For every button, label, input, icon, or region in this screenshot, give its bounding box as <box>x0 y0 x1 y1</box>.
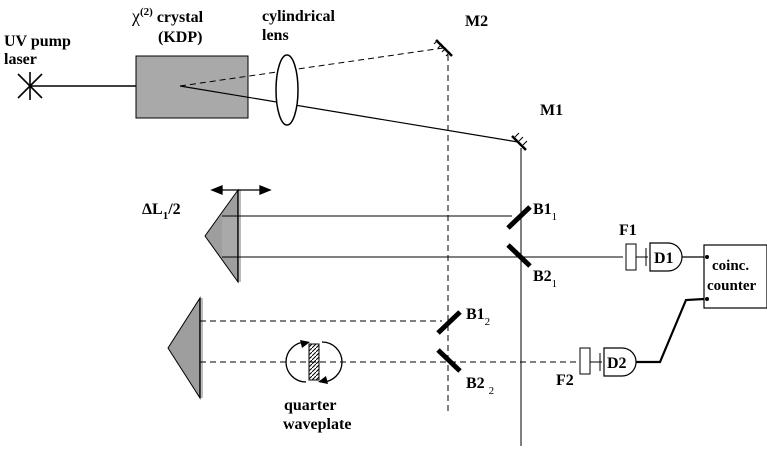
filter-f2 <box>579 347 591 375</box>
beamsplitter-b1-2 <box>436 310 462 335</box>
uv-pump-label-line1: UV pump <box>4 33 71 50</box>
beamsplitter-b1-1 <box>506 205 532 230</box>
translation-arrow-icon <box>210 185 272 195</box>
detector-d2 <box>603 347 637 377</box>
coinc-label-line1: coinc. <box>712 258 749 274</box>
b1-2-label: B12 <box>466 306 490 328</box>
quarter-waveplate <box>285 340 343 384</box>
crystal-label: χ(2) crystal <box>131 6 204 26</box>
m1-label: M1 <box>540 102 563 119</box>
cylindrical-lens <box>275 54 299 126</box>
d1-label: D1 <box>654 250 674 267</box>
mirror-m2 <box>433 39 453 57</box>
coincidence-counter <box>703 244 767 309</box>
kdp-crystal <box>135 55 249 119</box>
quarter-waveplate-label-line1: quarter <box>284 397 336 414</box>
delta-l-label: ΔL1/2 <box>142 201 181 222</box>
f1-label: F1 <box>619 222 637 239</box>
cylindrical-lens-label-line2: lens <box>262 27 289 44</box>
cylindrical-lens-label-line1: cylindrical <box>262 8 335 25</box>
kdp-label: (KDP) <box>158 29 202 46</box>
beam-to-m1 <box>179 85 519 143</box>
uv-pump-label-line2: laser <box>4 51 37 68</box>
detector-d1 <box>649 242 683 272</box>
coinc-label-line2: counter <box>707 278 756 294</box>
beamsplitter-b2-1 <box>506 243 532 268</box>
beam-to-m2 <box>179 47 444 87</box>
m2-label: M2 <box>465 13 488 30</box>
b2-1-label: B21 <box>533 268 557 290</box>
d2-signal-line <box>636 297 705 364</box>
prism-upper <box>204 188 241 284</box>
prism-lower <box>167 296 203 400</box>
quarter-waveplate-label-line2: waveplate <box>283 416 351 433</box>
beamsplitter-b2-2 <box>436 348 462 373</box>
filter-f1 <box>625 243 637 271</box>
b1-1-label: B11 <box>533 201 557 223</box>
d2-label: D2 <box>607 355 627 372</box>
f2-label: F2 <box>556 372 574 389</box>
mirror-m1 <box>511 132 528 151</box>
